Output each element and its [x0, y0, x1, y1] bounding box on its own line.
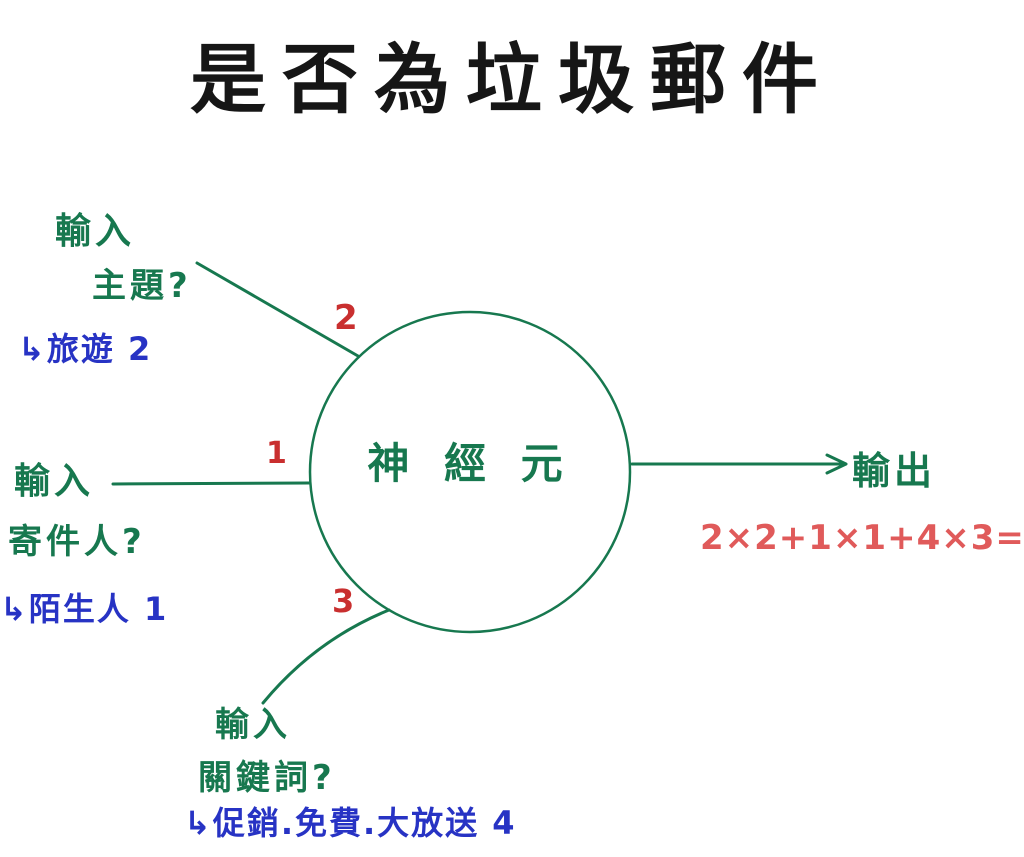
input-keyword-question: 關鍵詞? [198, 758, 336, 798]
output-arrowhead-icon [825, 453, 848, 475]
input-subject-weight: 2 [334, 298, 358, 338]
input-edge-subject [195, 261, 360, 358]
output-formula: 2×2+1×1+4×3=17 [700, 518, 1024, 558]
page-title: 是否為垃圾郵件 [190, 35, 834, 124]
input-sender-question: 寄件人? [8, 522, 146, 562]
input-edge-sender [111, 481, 311, 486]
input-subject-question: 主題? [92, 266, 192, 306]
input-sender-weight: 1 [266, 436, 287, 471]
input-sender-annotation: ↳陌生人 1 [0, 590, 169, 628]
input-keyword-label: 輸入 [215, 705, 291, 745]
neuron-circle [308, 310, 632, 634]
neuron-label: 神 經 元 [367, 439, 573, 488]
output-label: 輸出 [852, 449, 937, 493]
input-edge-keyword [261, 608, 391, 705]
input-sender-label: 輸入 [14, 461, 95, 502]
input-keyword-annotation: ↳促銷.免費.大放送 4 [184, 804, 517, 842]
input-subject-label: 輸入 [55, 211, 136, 252]
input-keyword-weight: 3 [332, 582, 355, 620]
input-subject-annotation: ↳旅遊 2 [18, 330, 153, 368]
